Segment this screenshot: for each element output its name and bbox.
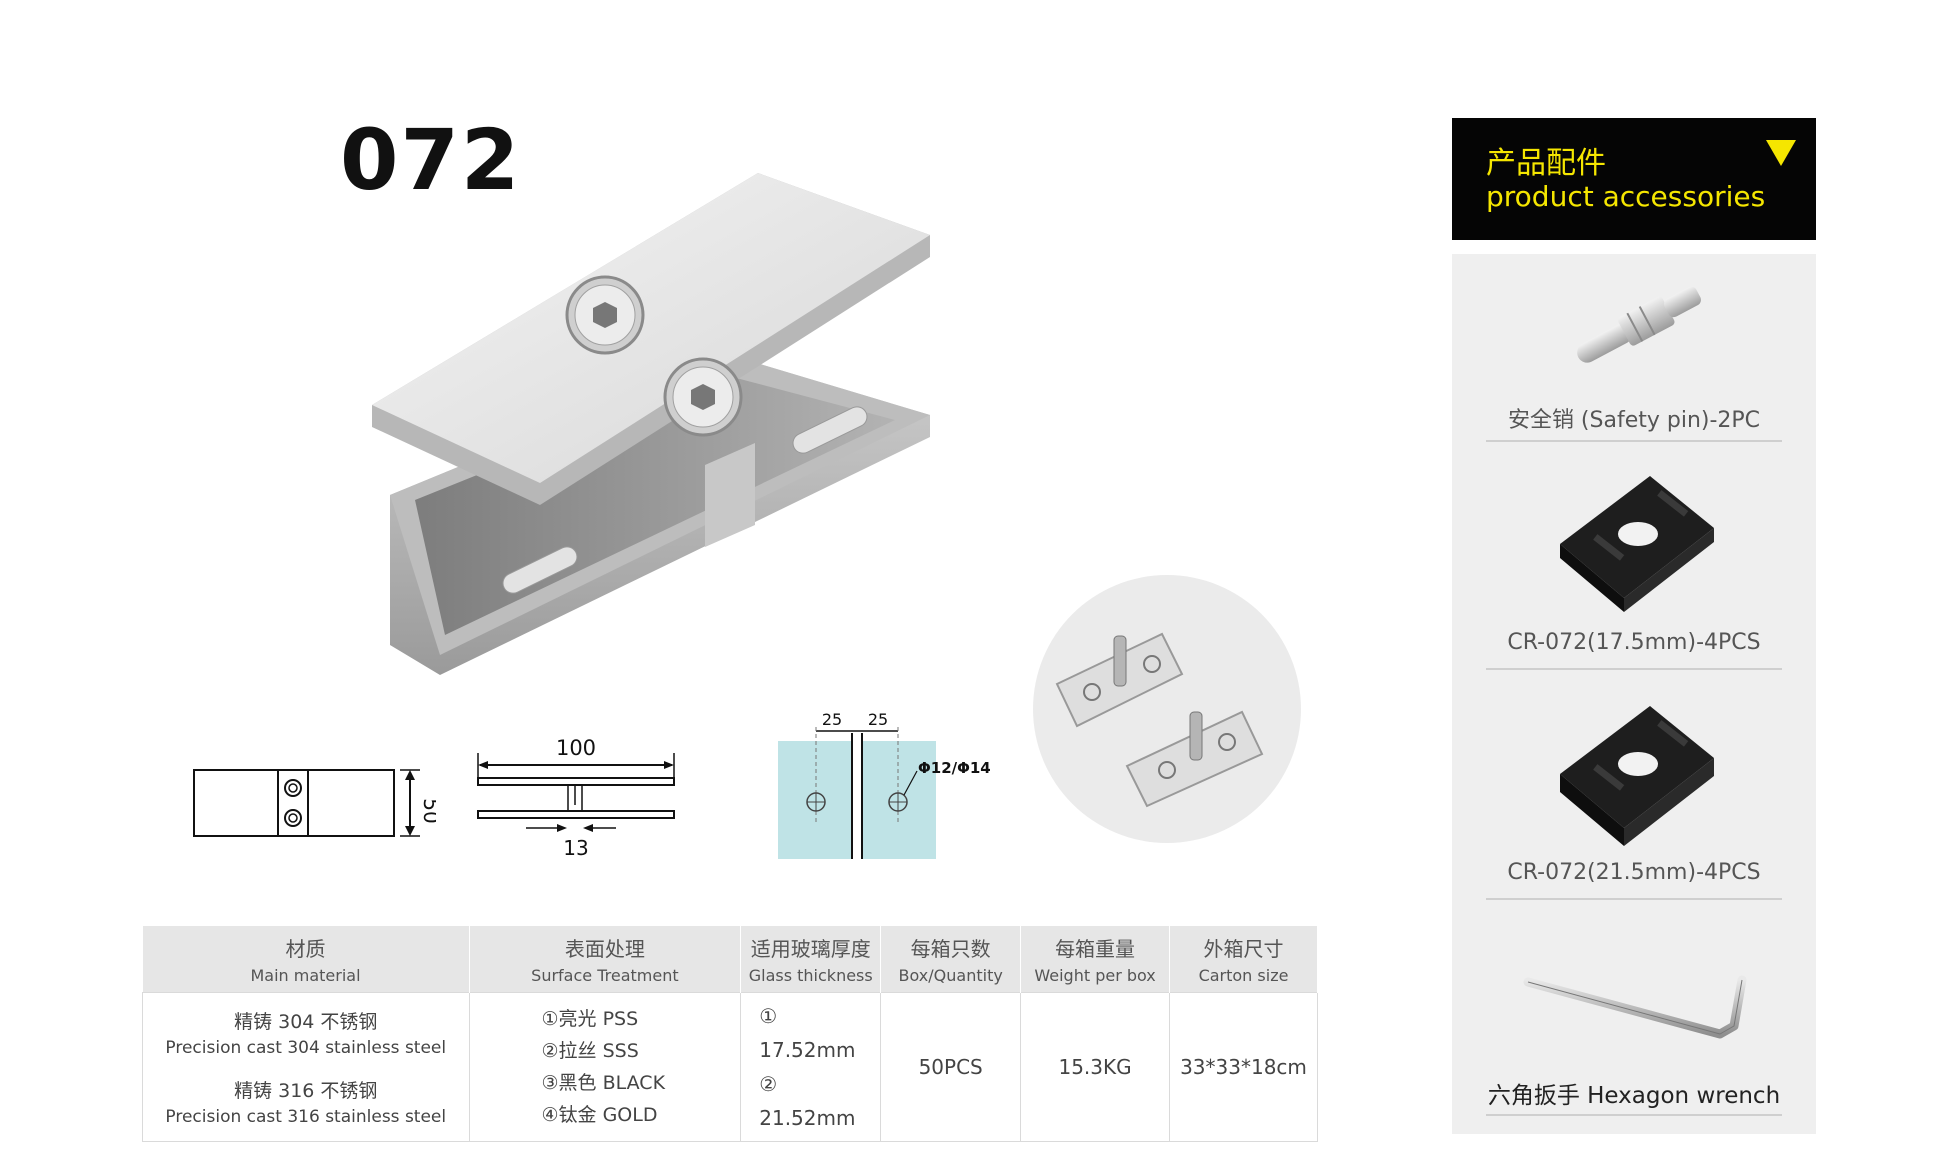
model-number: 072: [340, 111, 522, 209]
rubber-pad-icon: [1560, 476, 1714, 612]
glass-thickness-cell: ① 17.52mm ② 21.52mm: [740, 992, 882, 1142]
accessories-panel: [1452, 254, 1816, 1134]
height-dimension: 50: [419, 798, 436, 823]
table-row: 精铸 304 不锈钢 Precision cast 304 stainless …: [142, 992, 1318, 1142]
accessory-label: 安全销 (Safety pin)-2PC: [1507, 408, 1761, 433]
left-offset-dimension: 25: [822, 710, 842, 729]
divider: [1486, 440, 1782, 442]
gap-dimension: 13: [563, 836, 588, 860]
safety-pin-icon: [1577, 286, 1701, 363]
accessories-header: [1452, 118, 1816, 240]
width-dimension: 100: [556, 736, 596, 760]
rubber-pad-icon: [1560, 706, 1714, 846]
surface-treatment-cell: ①亮光 PSS ②拉丝 SSS ③黑色 BLACK ④钛金 GOLD: [468, 992, 742, 1142]
divider: [1486, 668, 1782, 670]
glass-view-drawing: 25 25 Φ12/Φ14: [778, 710, 991, 859]
hex-wrench-icon: [1523, 975, 1747, 1039]
carton-size-cell: 33*33*18cm: [1169, 992, 1318, 1142]
accessory-item-hex-wrench: 六角扳手 Hexagon wrench: [1452, 942, 1816, 1132]
accessory-label: CR-072(17.5mm)-4PCS: [1507, 630, 1761, 655]
divider: [1486, 1114, 1782, 1116]
triangle-down-icon: [1766, 140, 1796, 166]
accessories-title-en: product accessories: [1486, 180, 1766, 213]
divider: [1486, 898, 1782, 900]
side-view-drawing: 50: [193, 769, 436, 837]
accessory-label: CR-072(21.5mm)-4PCS: [1507, 860, 1761, 885]
weight-per-box-cell: 15.3KG: [1020, 992, 1170, 1142]
hole-diameter-dimension: Φ12/Φ14: [918, 759, 991, 777]
right-offset-dimension: 25: [868, 710, 888, 729]
accessory-label: 六角扳手 Hexagon wrench: [1487, 1083, 1781, 1109]
top-view-drawing: 100 13: [477, 736, 675, 860]
material-cell: 精铸 304 不锈钢 Precision cast 304 stainless …: [142, 992, 470, 1142]
box-quantity-cell: 50PCS: [880, 992, 1022, 1142]
mount-plate-closeup: [1033, 575, 1301, 843]
accessory-item-safety-pin: 安全销 (Safety pin)-2PC: [1452, 262, 1816, 452]
accessory-item-rubber-pad-21-5: CR-072(21.5mm)-4PCS: [1452, 692, 1816, 902]
accessories-title-cn: 产品配件: [1486, 146, 1606, 181]
accessory-item-rubber-pad-17-5: CR-072(17.5mm)-4PCS: [1452, 462, 1816, 672]
glass-clamp-photo: [372, 173, 930, 675]
